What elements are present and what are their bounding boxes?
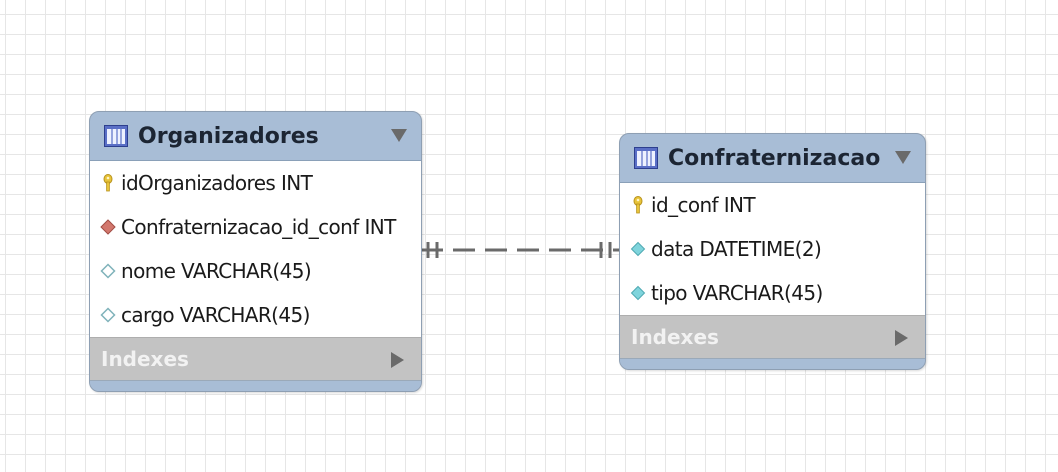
column-text: nome VARCHAR(45) [121, 259, 312, 283]
entity-footer [90, 380, 421, 391]
indexes-section[interactable]: Indexes [620, 315, 925, 358]
column-row[interactable]: idOrganizadores INT [90, 161, 421, 205]
table-icon [634, 147, 658, 169]
nullable-column-icon [99, 306, 117, 324]
chevron-down-icon[interactable] [389, 126, 409, 144]
primary-key-icon [99, 174, 117, 192]
column-text: id_conf INT [651, 193, 756, 217]
column-text: data DATETIME(2) [651, 237, 822, 261]
column-row[interactable]: Confraternizacao_id_conf INT [90, 205, 421, 249]
entity-title: Confraternizacao [668, 145, 881, 171]
column-list: idOrganizadores INT Confraternizacao_id_… [90, 160, 421, 337]
not-null-column-icon [629, 240, 647, 258]
entity-title: Organizadores [138, 123, 319, 149]
column-text: cargo VARCHAR(45) [121, 303, 310, 327]
nullable-column-icon [99, 262, 117, 280]
indexes-section[interactable]: Indexes [90, 337, 421, 380]
indexes-label: Indexes [631, 325, 719, 349]
column-text: tipo VARCHAR(45) [651, 281, 823, 305]
entity-organizadores[interactable]: Organizadores idOrganizadores INT [89, 111, 422, 392]
entity-footer [620, 358, 925, 369]
column-text: idOrganizadores INT [121, 171, 313, 195]
indexes-label: Indexes [101, 347, 189, 371]
foreign-key-icon [99, 218, 117, 236]
column-row[interactable]: nome VARCHAR(45) [90, 249, 421, 293]
column-row[interactable]: tipo VARCHAR(45) [620, 271, 925, 315]
entity-confraternizacao[interactable]: Confraternizacao id_conf INT [619, 133, 926, 370]
chevron-right-icon[interactable] [893, 329, 909, 347]
chevron-right-icon[interactable] [389, 351, 405, 369]
primary-key-icon [629, 196, 647, 214]
not-null-column-icon [629, 284, 647, 302]
column-row[interactable]: cargo VARCHAR(45) [90, 293, 421, 337]
column-row[interactable]: data DATETIME(2) [620, 227, 925, 271]
entity-header[interactable]: Organizadores [90, 112, 421, 160]
table-icon [104, 125, 128, 147]
chevron-down-icon[interactable] [893, 148, 913, 166]
column-text: Confraternizacao_id_conf INT [121, 215, 396, 239]
entity-header[interactable]: Confraternizacao [620, 134, 925, 182]
column-row[interactable]: id_conf INT [620, 183, 925, 227]
column-list: id_conf INT data DATETIME(2) tipo VARCHA… [620, 182, 925, 315]
